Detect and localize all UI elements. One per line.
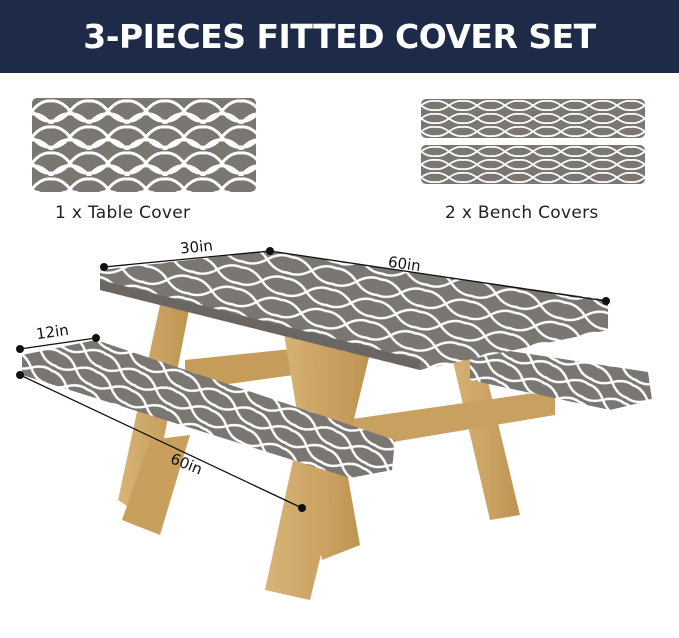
table-cover-caption: 1 x Table Cover <box>55 203 191 223</box>
page-title: 3-PIECES FITTED COVER SET <box>83 17 596 56</box>
left-bench-cover <box>22 340 395 478</box>
table-cover-swatch <box>32 98 256 192</box>
title-banner: 3-PIECES FITTED COVER SET <box>0 0 679 73</box>
leg-back-right <box>448 340 520 520</box>
tabletop-cover <box>100 251 608 370</box>
brace-right <box>345 390 555 450</box>
leg-front-center <box>265 345 372 600</box>
lattice-pattern-icon <box>421 145 645 184</box>
table-width-label: 30in <box>179 236 214 258</box>
bench-cover-swatch-2 <box>421 145 645 184</box>
right-bench-cover <box>470 345 652 410</box>
bench-cover-swatch-1 <box>421 99 645 138</box>
lattice-pattern-icon <box>421 99 645 138</box>
quatrefoil-pattern-icon <box>32 98 256 192</box>
leg-front-left <box>122 435 190 535</box>
bench-covers-caption: 2 x Bench Covers <box>445 203 599 223</box>
